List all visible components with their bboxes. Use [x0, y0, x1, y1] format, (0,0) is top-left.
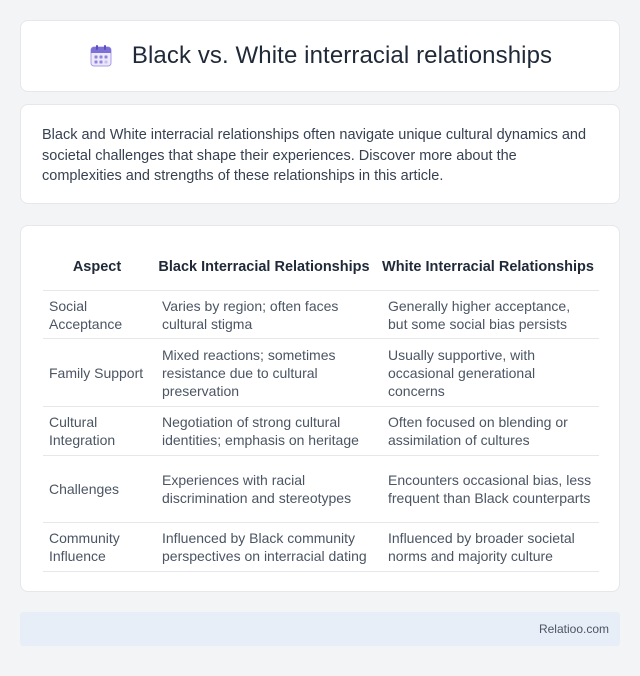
- table-cell-black: Varies by region; often faces cultural s…: [151, 291, 377, 339]
- intro-card: Black and White interracial relationship…: [20, 104, 620, 204]
- page-title: Black vs. White interracial relationship…: [131, 42, 553, 69]
- table-cell-white: Influenced by broader societal norms and…: [377, 523, 599, 572]
- table-cell-white: Often focused on blending or assimilatio…: [377, 407, 599, 456]
- table-cell-black: Negotiation of strong cultural identitie…: [151, 407, 377, 456]
- table-row: Family Support Mixed reactions; sometime…: [43, 339, 599, 407]
- table-cell-aspect: Cultural Integration: [43, 407, 151, 456]
- table-cell-black: Mixed reactions; sometimes resistance du…: [151, 339, 377, 407]
- footer: Relatioo.com: [20, 612, 620, 646]
- column-header-aspect: Aspect: [43, 244, 151, 291]
- calendar-icon: [88, 43, 114, 69]
- table-cell-white: Generally higher acceptance, but some so…: [377, 291, 599, 339]
- table-cell-aspect: Community Influence: [43, 523, 151, 572]
- title-card: Black vs. White interracial relationship…: [20, 20, 620, 92]
- intro-paragraph: Black and White interracial relationship…: [42, 127, 587, 184]
- table-cell-aspect: Family Support: [43, 339, 151, 407]
- table-cell-aspect: Challenges: [43, 456, 151, 523]
- table-row: Community Influence Influenced by Black …: [43, 523, 599, 572]
- table-row: Cultural Integration Negotiation of stro…: [43, 407, 599, 456]
- column-header-white: White Interracial Relationships: [377, 244, 599, 291]
- comparison-table-card: Aspect Black Interracial Relationships W…: [20, 225, 620, 592]
- table-header-row: Aspect Black Interracial Relationships W…: [43, 244, 599, 291]
- column-header-black: Black Interracial Relationships: [151, 244, 377, 291]
- table-cell-white: Usually supportive, with occasional gene…: [377, 339, 599, 407]
- table-row: Challenges Experiences with racial discr…: [43, 456, 599, 523]
- table-cell-white: Encounters occasional bias, less frequen…: [377, 456, 599, 523]
- comparison-table: Aspect Black Interracial Relationships W…: [43, 244, 599, 572]
- table-cell-black: Experiences with racial discrimination a…: [151, 456, 377, 523]
- footer-site-name: Relatioo.com: [538, 622, 609, 636]
- table-row: Social Acceptance Varies by region; ofte…: [43, 291, 599, 339]
- table-cell-black: Influenced by Black community perspectiv…: [151, 523, 377, 572]
- table-cell-aspect: Social Acceptance: [43, 291, 151, 339]
